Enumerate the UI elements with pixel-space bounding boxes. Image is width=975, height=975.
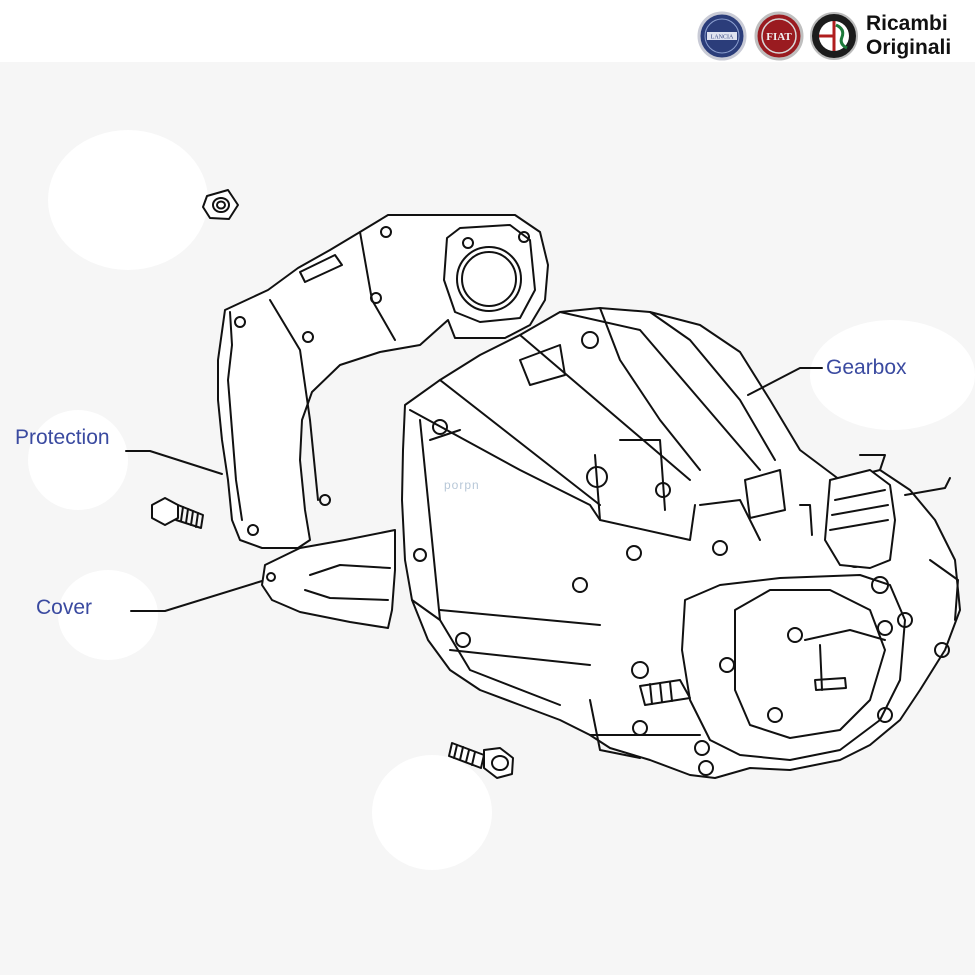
fiat-logo-text: FIAT	[766, 31, 792, 43]
lancia-logo-icon: LANCIA	[697, 11, 747, 61]
leader-line-protection	[125, 450, 223, 475]
highlight-blob	[58, 570, 158, 660]
protection-label: Protection	[15, 426, 110, 449]
watermark-text: porpn	[444, 478, 480, 492]
highlight-blob	[372, 755, 492, 870]
leader-line-gearbox	[747, 367, 823, 396]
nut-part	[202, 189, 239, 220]
gearbox-housing	[401, 307, 961, 779]
brand-header: LANCIA FIAT Ricambi Originali	[0, 0, 975, 62]
highlight-blob	[810, 320, 975, 430]
brand-title-line2: Originali	[866, 36, 952, 59]
highlight-blob	[28, 410, 128, 510]
leader-line-cover	[130, 580, 263, 612]
bolt-left	[151, 497, 204, 529]
highlight-blob	[48, 130, 208, 270]
cover-label: Cover	[36, 596, 93, 619]
gearbox-label: Gearbox	[826, 356, 907, 379]
cover-plate	[261, 529, 396, 629]
lancia-logo-text: LANCIA	[711, 35, 734, 41]
fiat-logo-icon: FIAT	[754, 11, 804, 61]
brand-title-line1: Ricambi	[866, 12, 948, 35]
bolt-bottom	[448, 742, 514, 779]
alfa-romeo-logo-icon	[809, 11, 859, 61]
protection-plate	[217, 214, 549, 549]
